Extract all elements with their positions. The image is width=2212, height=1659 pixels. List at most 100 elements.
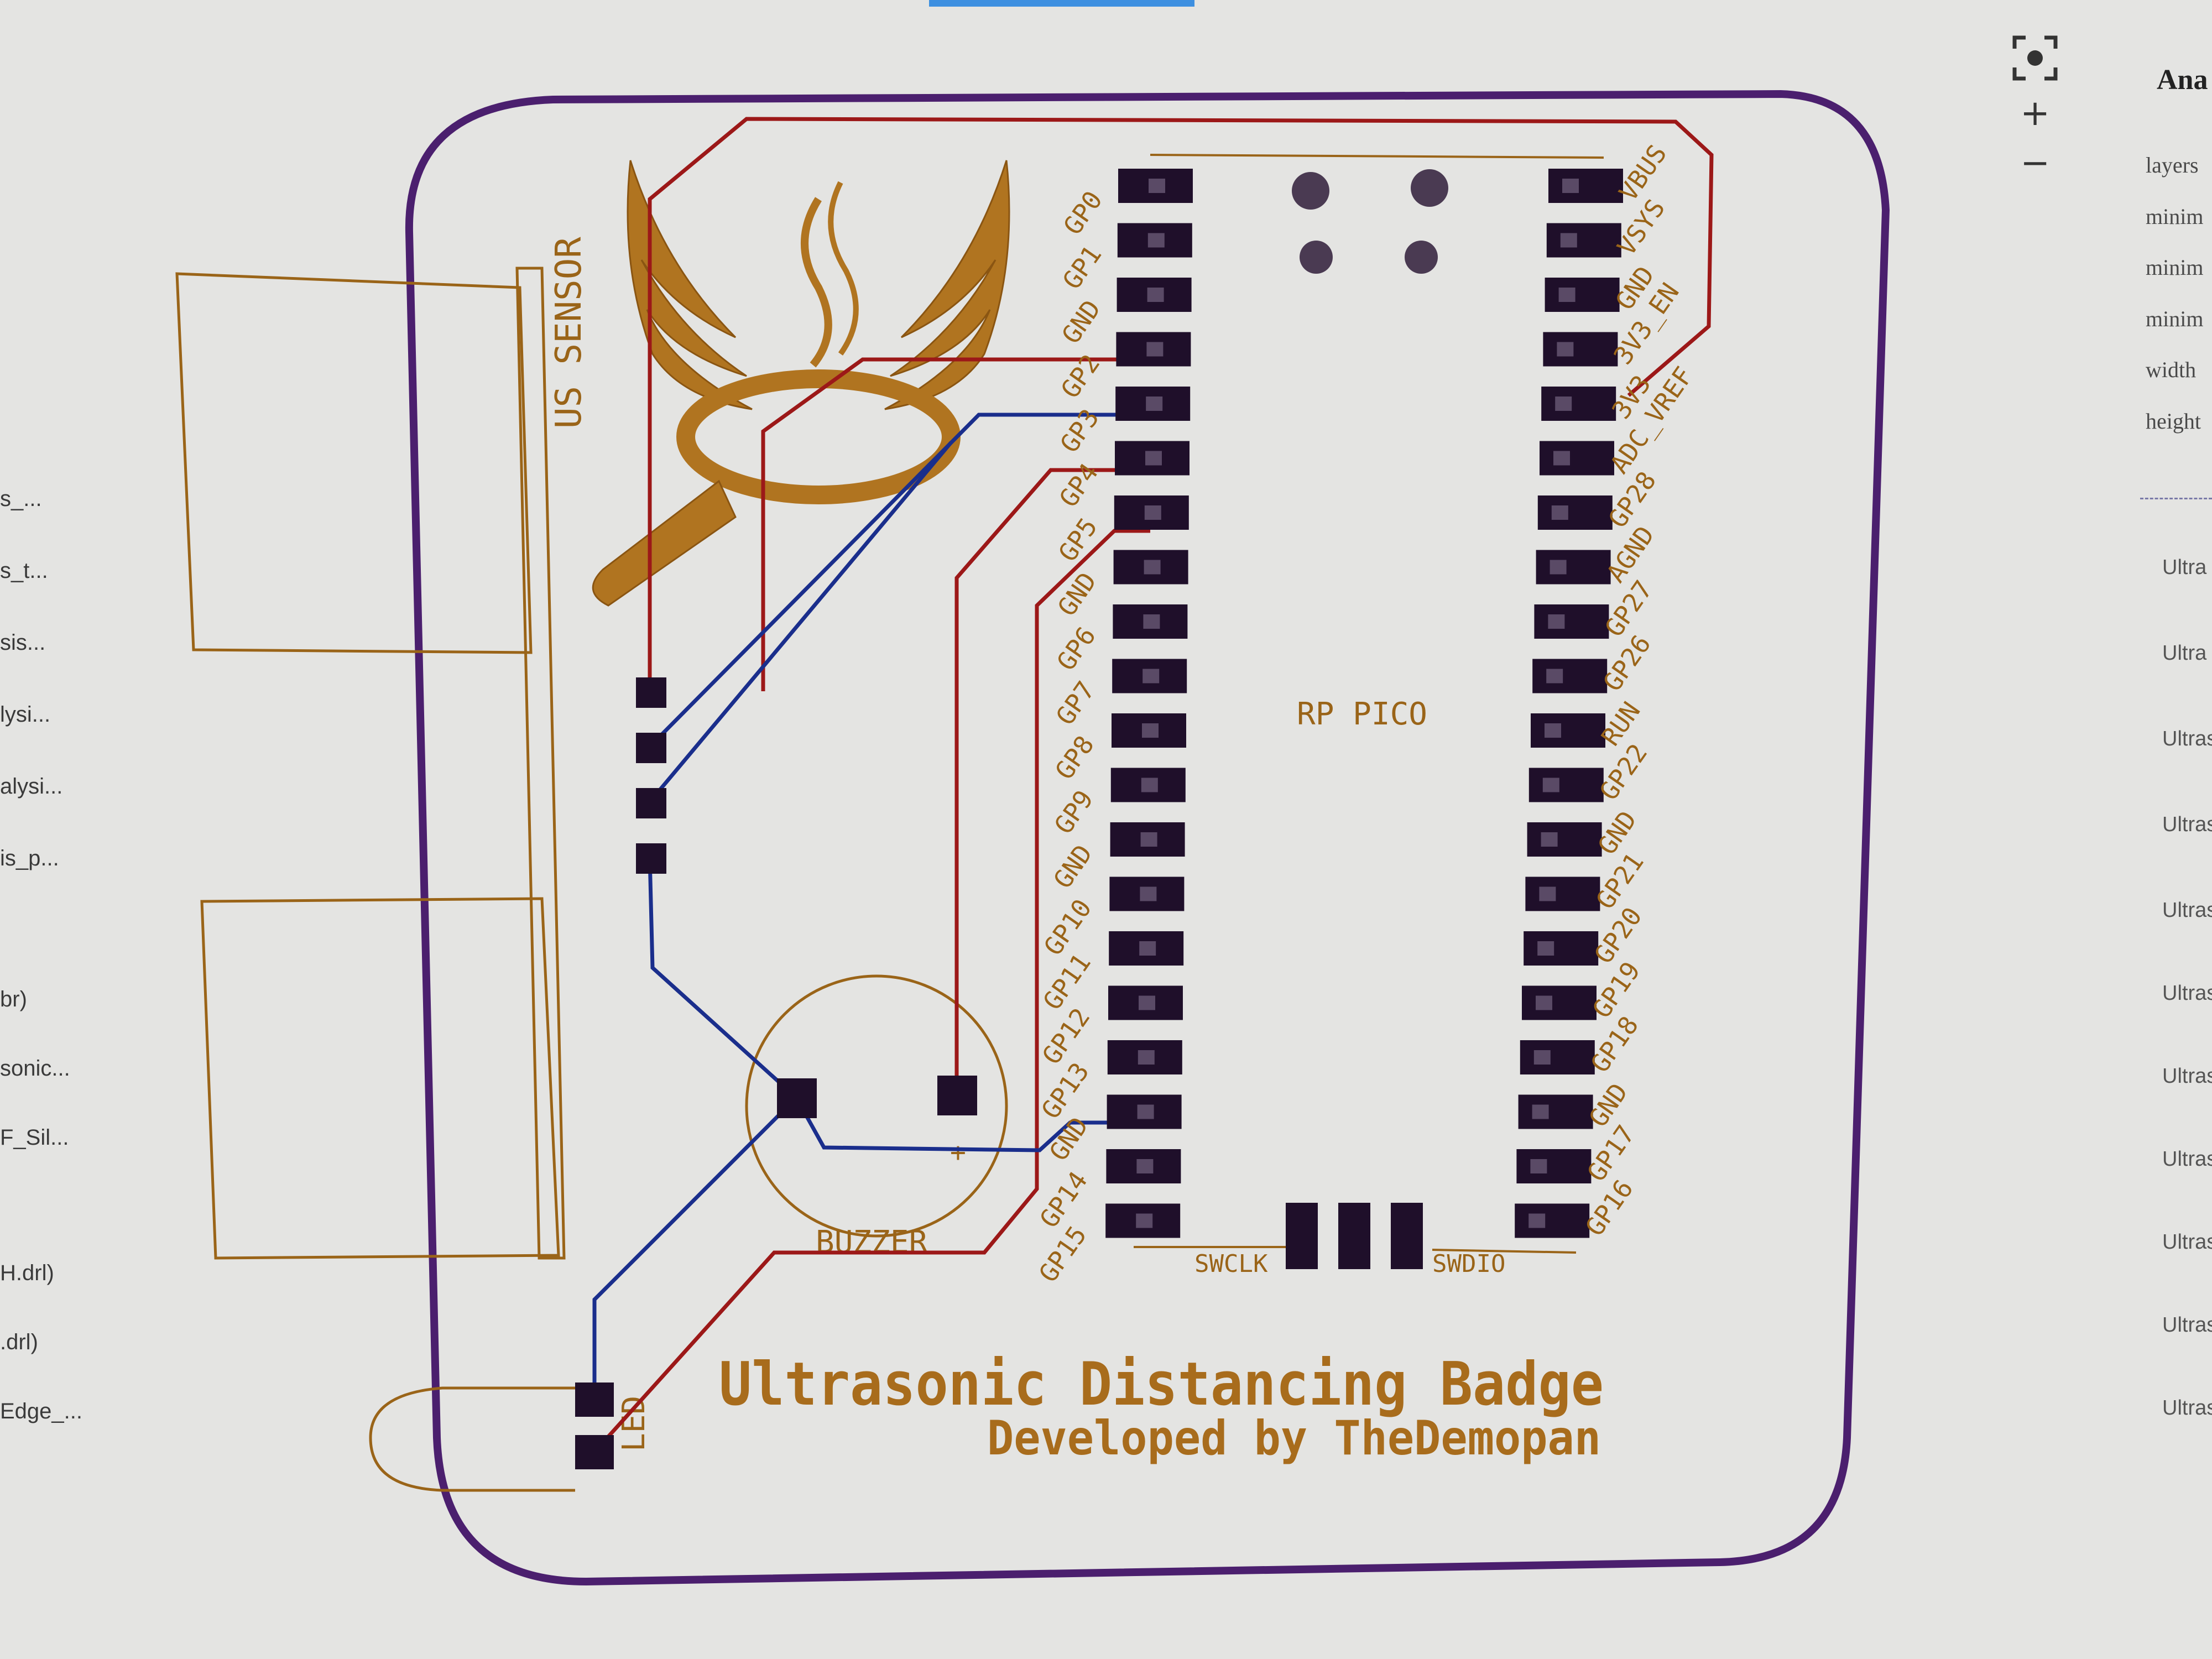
board-subtitle: Developed by TheDemopan xyxy=(987,1411,1601,1466)
file-item[interactable]: alysi... xyxy=(0,774,63,799)
pan-wings-logo-icon xyxy=(592,160,1010,607)
pico-pad-left-hole xyxy=(1144,505,1161,520)
property-label: minim xyxy=(2146,255,2204,280)
front-copper-traces xyxy=(596,117,1714,1451)
pico-pad-left-hole xyxy=(1147,233,1165,248)
pin-label-right: ADC_VREF xyxy=(1604,361,1699,478)
pin-label-left: GP14 xyxy=(1034,1166,1093,1233)
file-item[interactable]: Edge_... xyxy=(0,1399,83,1423)
pico-pad-right xyxy=(1546,223,1621,258)
pico-pad-right-hole xyxy=(1557,342,1574,357)
zoom-controls: + − xyxy=(2007,33,2063,188)
property-label: minim xyxy=(2146,204,2204,229)
analysis-item[interactable]: Ultraso xyxy=(2162,1147,2212,1171)
file-item[interactable]: sonic... xyxy=(0,1056,70,1081)
pico-pad-left-hole xyxy=(1144,560,1161,575)
pico-pad-right-hole xyxy=(1528,1213,1546,1228)
pico-pad-right-hole xyxy=(1536,995,1552,1010)
pico-pad-right-hole xyxy=(1542,778,1559,792)
file-item[interactable]: F_Sil... xyxy=(0,1125,69,1150)
pico-pad-right xyxy=(1545,278,1620,312)
pico-pad-right xyxy=(1524,931,1599,966)
led-footprint xyxy=(369,1386,575,1492)
file-item[interactable]: br) xyxy=(0,987,27,1011)
pico-pad-left-hole xyxy=(1146,397,1163,411)
file-item[interactable]: sis... xyxy=(0,630,46,655)
pico-pad-right xyxy=(1537,495,1613,530)
analysis-item[interactable]: Ultra xyxy=(2162,641,2207,665)
panel-title: Ana xyxy=(2157,64,2208,96)
pin-label-left: GP8 xyxy=(1049,730,1100,785)
analysis-item[interactable]: Ultras xyxy=(2162,727,2212,750)
analysis-item[interactable]: Ultraso xyxy=(2162,982,2212,1005)
property-label: layers xyxy=(2146,153,2199,178)
file-item[interactable]: is_p... xyxy=(0,846,59,870)
pico-pad-right-hole xyxy=(1548,614,1565,629)
pico-pad-left-hole xyxy=(1142,723,1159,738)
pico-pad-left-hole xyxy=(1139,995,1155,1010)
pico-pad-left-hole xyxy=(1145,451,1162,466)
buzzer-outline xyxy=(745,974,1008,1238)
pico-pad-left-hole xyxy=(1137,1104,1154,1119)
pico-pad-right xyxy=(1536,550,1611,585)
property-label: height xyxy=(2146,409,2201,434)
analysis-item[interactable]: Ultra xyxy=(2162,556,2207,579)
board-outline xyxy=(405,90,1890,1586)
pico-pad-right-hole xyxy=(1530,1159,1547,1173)
pcb-canvas[interactable]: US SENSOR LED BUZZER + xyxy=(0,0,2112,1659)
pico-pad-left-hole xyxy=(1136,1213,1153,1228)
pico-pad-right xyxy=(1528,768,1604,802)
pico-pad-right-hole xyxy=(1551,505,1568,520)
pin-label-left: GP12 xyxy=(1036,1003,1096,1070)
analysis-item[interactable]: Ultras xyxy=(2162,813,2212,836)
swd-pads xyxy=(1286,1203,1423,1269)
analysis-panel: Ana layers minim minim minim width heigh… xyxy=(2112,0,2212,1659)
pico-pad-right-hole xyxy=(1537,941,1554,956)
file-item[interactable]: s_t... xyxy=(0,559,48,583)
pico-pad-left-hole xyxy=(1140,832,1157,847)
pin-label-left: GP11 xyxy=(1037,948,1097,1015)
pin-label-left: GP9 xyxy=(1048,785,1099,839)
pin-label-left: GP6 xyxy=(1051,621,1102,676)
file-item[interactable]: s_... xyxy=(0,487,42,511)
pin-label-left: GP13 xyxy=(1035,1057,1095,1124)
pico-pad-right xyxy=(1540,441,1614,476)
pico-pad-right-hole xyxy=(1560,233,1577,248)
pin-label-left: GP5 xyxy=(1052,512,1103,567)
pico-pads xyxy=(1105,169,1623,1238)
mcu-label: RP PICO xyxy=(1297,696,1427,732)
pico-pad-left-hole xyxy=(1139,941,1156,956)
pin-label-left: GP10 xyxy=(1038,894,1098,961)
analysis-item[interactable]: Ultrasc xyxy=(2162,1065,2212,1088)
pin-label-left: GND xyxy=(1044,1112,1094,1166)
pico-pad-right xyxy=(1541,387,1616,421)
pico-pad-right xyxy=(1543,332,1618,367)
divider xyxy=(2140,498,2212,499)
pico-pad-right xyxy=(1518,1094,1593,1129)
fit-view-icon[interactable] xyxy=(2007,33,2063,85)
pico-footprint xyxy=(1134,154,1604,1254)
analysis-item[interactable]: Ultrason xyxy=(2162,1313,2212,1337)
active-tab-indicator[interactable] xyxy=(929,0,1194,7)
pico-pad-right-hole xyxy=(1546,669,1563,684)
led-pads xyxy=(575,1383,614,1469)
pico-pad-right xyxy=(1520,1040,1595,1074)
us-sensor-label: US SENSOR xyxy=(549,237,589,429)
us-sensor-footprint xyxy=(175,267,566,1260)
file-item[interactable]: lysi... xyxy=(0,702,51,727)
zoom-in-button[interactable]: + xyxy=(2020,93,2050,134)
analysis-item[interactable]: Ultras xyxy=(2162,899,2212,922)
file-item[interactable]: H.drl) xyxy=(0,1261,54,1285)
analysis-item[interactable]: Ultrason xyxy=(2162,1396,2212,1420)
layers-file-list: s_... s_t... sis... lysi... alysi... is_… xyxy=(0,0,166,1659)
analysis-item[interactable]: Ultrason xyxy=(2162,1230,2212,1254)
pico-pad-right xyxy=(1525,877,1600,911)
pin-label-left: GND xyxy=(1047,839,1098,894)
pico-pad-right xyxy=(1527,822,1602,857)
pico-pad-right-hole xyxy=(1532,1104,1549,1119)
pico-pad-left-hole xyxy=(1140,886,1157,901)
zoom-out-button[interactable]: − xyxy=(2020,143,2050,184)
swdio-label: SWDIO xyxy=(1432,1250,1505,1278)
file-item[interactable]: .drl) xyxy=(0,1330,38,1354)
pico-pad-right xyxy=(1531,713,1605,748)
